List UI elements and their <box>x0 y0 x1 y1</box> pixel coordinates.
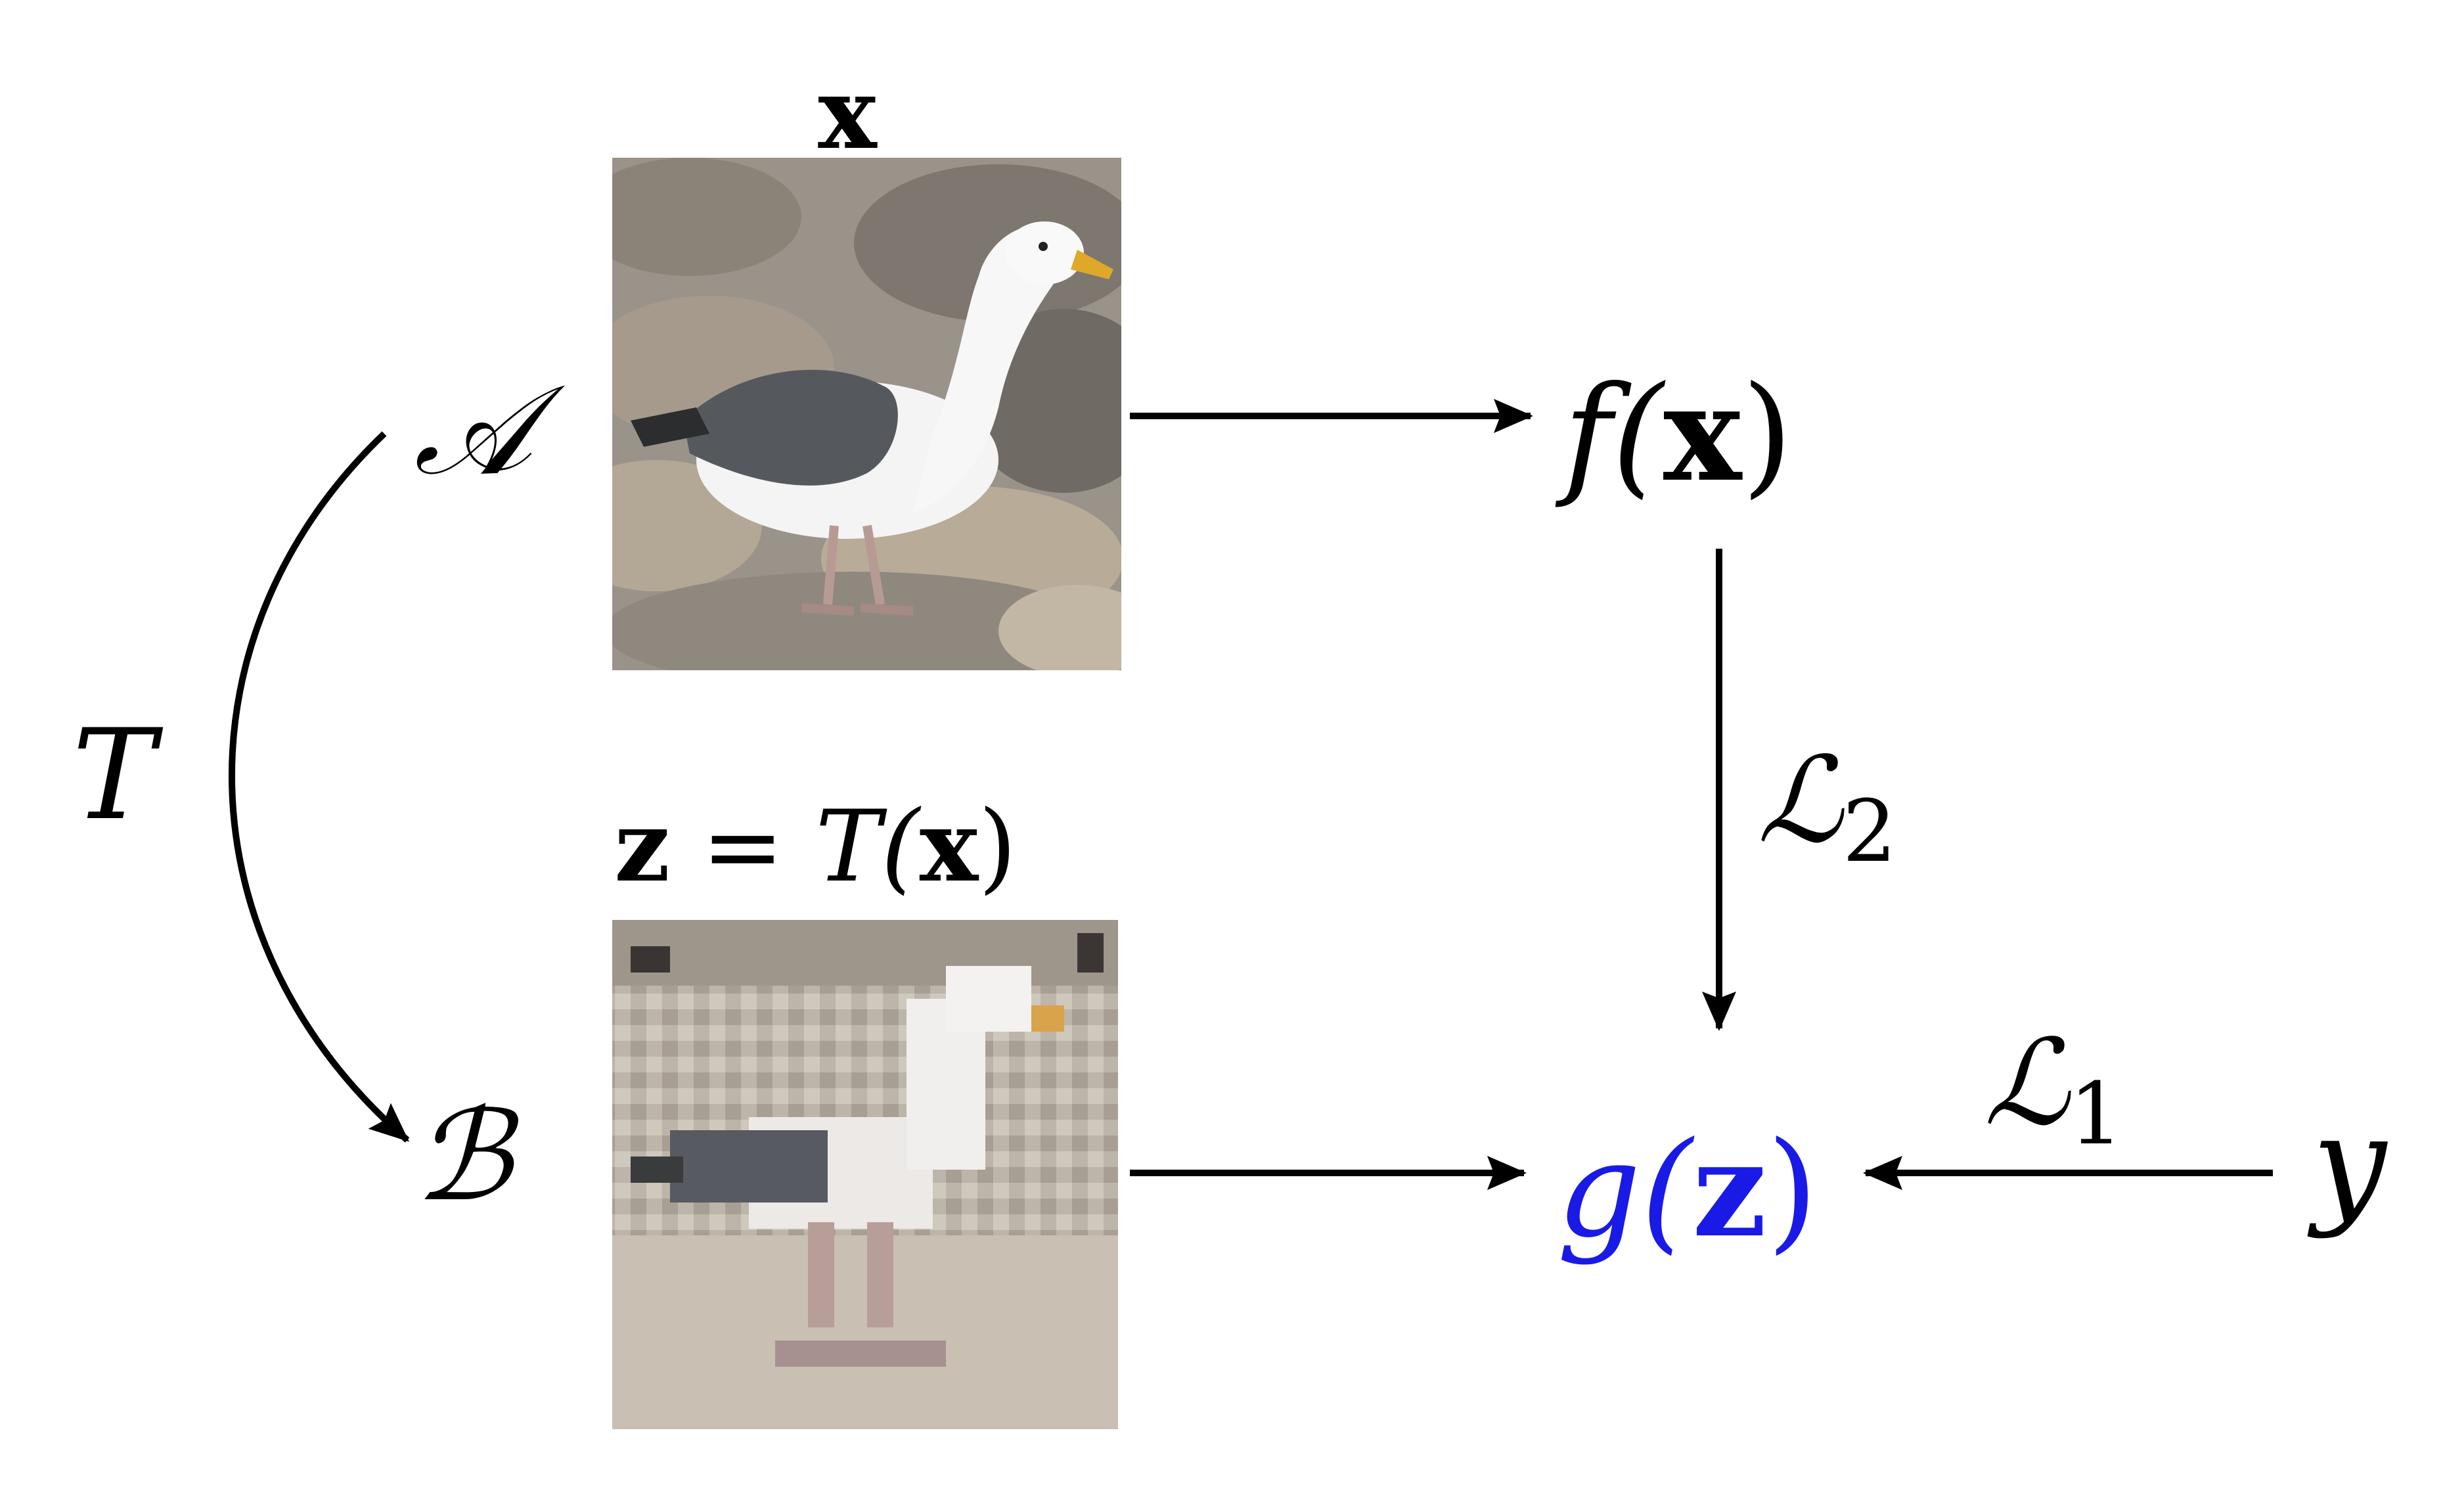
z-eq-end: ) <box>978 790 1017 904</box>
z-symbol: z <box>614 789 670 904</box>
f-prefix: f( <box>1555 358 1666 511</box>
loss-L2-label: ℒ2 <box>1757 732 1896 881</box>
g-suffix: ) <box>1767 1114 1818 1267</box>
g-prefix: g( <box>1557 1114 1695 1267</box>
domain-B-label: ℬ <box>414 1084 520 1229</box>
student-output-label: g(z) <box>1557 1112 1818 1267</box>
loss1-symbol: ℒ <box>1984 1015 2071 1152</box>
loss1-subscript: 1 <box>2069 1064 2124 1164</box>
input-x-label: x <box>818 56 878 172</box>
teacher-output-label: f(x) <box>1555 357 1793 511</box>
z-eq-x: x <box>920 789 979 904</box>
transformed-z-label: z = T(x) <box>614 789 1017 904</box>
loss2-subscript: 2 <box>1843 781 1897 881</box>
f-arg: x <box>1663 357 1743 511</box>
domain-A-label: 𝒜 <box>414 357 566 503</box>
g-arg: z <box>1692 1112 1767 1267</box>
target-y-label: y <box>2307 1088 2388 1241</box>
loss2-symbol: ℒ <box>1757 732 1845 869</box>
transform-T-label: T <box>72 702 164 848</box>
arrow-A-to-B <box>229 431 410 1143</box>
loss-L1-label: ℒ1 <box>1984 1015 2123 1164</box>
z-eq-mid: = T( <box>670 790 922 904</box>
input-image-x <box>612 158 1121 670</box>
f-suffix: ) <box>1741 358 1793 511</box>
transformed-image-z <box>612 920 1118 1429</box>
